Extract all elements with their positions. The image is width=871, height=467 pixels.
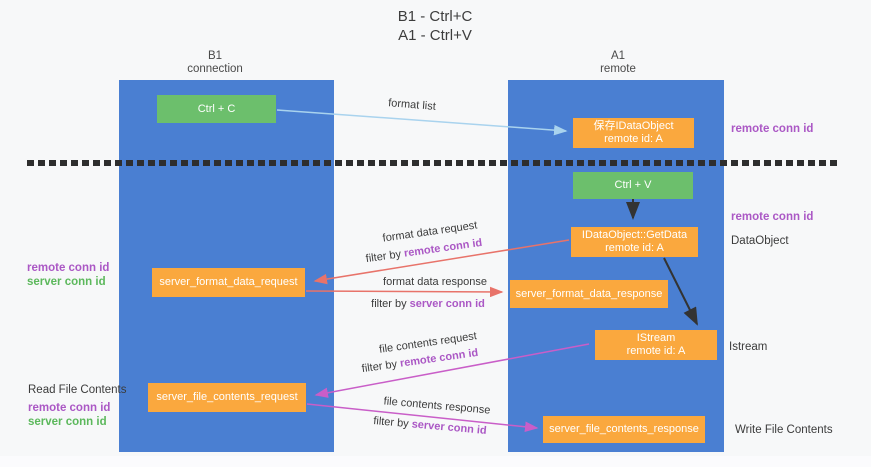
node-server-file-contents-request: server_file_contents_request xyxy=(148,383,306,412)
diagram-title-line2: A1 - Ctrl+V xyxy=(398,27,472,44)
node-idataobject-getdata-line2: remote id: A xyxy=(605,242,664,254)
label-filter-by-server-conn-id-1: filter by server conn id xyxy=(371,298,485,310)
lane-header-a1: A1 remote xyxy=(548,50,688,76)
label-istream: Istream xyxy=(729,341,768,353)
session-divider-dashed-line xyxy=(27,160,837,166)
node-server-format-data-response-label: server_format_data_response xyxy=(515,287,663,300)
node-server-format-data-request: server_format_data_request xyxy=(152,268,305,297)
diagram-title: B1 - Ctrl+C A1 - Ctrl+V xyxy=(330,7,540,45)
label-read-file-contents: Read File Contents xyxy=(28,384,127,396)
node-ctrl-v: Ctrl + V xyxy=(573,172,693,199)
node-saved-idataobject: 保存IDataObject remote id: A xyxy=(573,118,694,148)
label-dataobject: DataObject xyxy=(731,235,789,247)
node-idataobject-getdata-line1: IDataObject::GetData xyxy=(581,229,688,241)
diagram-title-line1: B1 - Ctrl+C xyxy=(397,8,473,25)
label-write-file-contents: Write File Contents xyxy=(735,424,833,436)
node-istream-line1: IStream xyxy=(636,332,676,344)
node-ctrl-v-label: Ctrl + V xyxy=(614,179,652,191)
label-server-conn-id-left-top: server conn id xyxy=(27,276,106,288)
arrow-format-list xyxy=(276,109,568,136)
node-ctrl-c: Ctrl + C xyxy=(157,95,276,123)
filter-by-text: filter by xyxy=(371,298,410,310)
bottom-strip xyxy=(0,456,871,467)
node-server-file-contents-response: server_file_contents_response xyxy=(543,416,705,443)
node-istream-line2: remote id: A xyxy=(626,345,686,357)
arrow-format-data-request xyxy=(313,239,570,285)
node-istream: IStream remote id: A xyxy=(595,330,717,360)
arrow-getdata-to-istream xyxy=(663,257,698,326)
server-conn-id-text: server conn id xyxy=(409,298,485,310)
node-server-format-data-response: server_format_data_response xyxy=(510,280,668,308)
lane-b1-title: B1 xyxy=(207,50,223,62)
arrow-format-data-response xyxy=(305,286,504,298)
label-server-conn-id-left-bottom: server conn id xyxy=(28,416,107,428)
label-remote-conn-id-left-bottom: remote conn id xyxy=(28,402,111,414)
lane-header-b1: B1 connection xyxy=(145,50,285,76)
lane-b1-subtitle: connection xyxy=(187,63,243,75)
arrow-file-contents-request xyxy=(314,343,590,398)
arrow-file-contents-response xyxy=(306,403,539,432)
node-server-file-contents-response-label: server_file_contents_response xyxy=(549,423,699,435)
label-remote-conn-id-right-mid: remote conn id xyxy=(731,211,814,223)
label-remote-conn-id-right-top: remote conn id xyxy=(731,123,814,135)
lane-a1-title: A1 xyxy=(610,50,626,62)
lane-a1-subtitle: remote xyxy=(600,63,636,75)
label-format-data-response: format data response xyxy=(383,276,487,288)
label-remote-conn-id-left-top: remote conn id xyxy=(27,262,110,274)
node-idataobject-getdata: IDataObject::GetData remote id: A xyxy=(571,227,698,257)
node-saved-idataobject-line2: remote id: A xyxy=(604,133,663,145)
node-ctrl-c-label: Ctrl + C xyxy=(197,102,236,115)
node-server-file-contents-request-label: server_file_contents_request xyxy=(156,391,298,403)
node-saved-idataobject-line1: 保存IDataObject xyxy=(593,120,674,132)
node-server-format-data-request-label: server_format_data_request xyxy=(159,276,298,288)
